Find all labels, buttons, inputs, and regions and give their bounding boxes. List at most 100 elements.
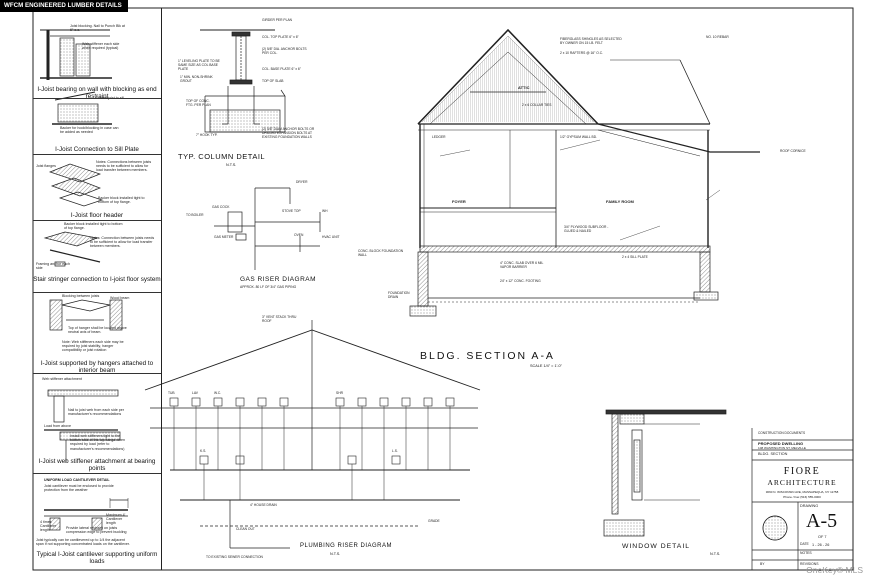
gas-riser-sketch [214, 187, 321, 270]
detail-title: I-Joist floor header [70, 212, 124, 219]
plumbing-label: SHR [336, 391, 343, 395]
detail-note: Backer block installed tight to bottom o… [64, 222, 123, 231]
detail-note: UNIFORM LOAD CANTILEVER DETAIL [44, 478, 110, 482]
detail-cell [33, 99, 161, 155]
plumbing-label: L.S. [392, 449, 398, 453]
gas-label: TO BOILER [186, 213, 204, 217]
detail-note: Provide lateral restraint on joists comp… [66, 526, 127, 535]
gas-riser-approx: APPROX. 80 LF OF 3/4" GAS PIPING [240, 285, 297, 289]
column-label: 7" HOOK TYP. [196, 133, 218, 137]
revisions-label: REVISIONS [800, 562, 819, 566]
detail-note: Backer for hook/blocking in case can be … [60, 126, 119, 135]
firm-contact: Phone / Fax (516) 555-0000 [783, 495, 821, 499]
section-callout: NO. 10 REBAR [706, 35, 729, 39]
section-callout: 1/2" GYPSUM WALL BD. [560, 135, 598, 139]
column-label: TOP OF CONC. FTG. PER PLAN [186, 99, 211, 107]
left-panel-heading: WFCM ENGINEERED LUMBER DETAILS [0, 0, 128, 12]
detail-cell [33, 293, 161, 374]
detail-title: I-Joist supported by hangers attached to… [40, 360, 154, 374]
section-callout: ROOF CORNICE [780, 149, 806, 153]
date-value: 1 - 26 - 26 [812, 543, 830, 547]
left-detail-column [33, 8, 162, 570]
drawing-title: BLDG. SECTION [758, 452, 788, 456]
drawing-label: DRAWING [800, 504, 819, 508]
column-label: (2) 5/8" DIAM ANCHOR BOLTS OR DRILLED EX… [262, 127, 315, 139]
room-label: FAMILY ROOM [606, 199, 634, 204]
sheet-number: A-5 [806, 510, 838, 532]
plumbing-riser-scale: N.T.S. [330, 552, 341, 556]
detail-note: Nail to joist web from each side per man… [68, 408, 124, 417]
building-section-sketch [409, 28, 760, 317]
plumbing-label: 3" VENT STACK THRU ROOF [262, 315, 297, 323]
gas-label: HVAC UNIT [322, 235, 340, 239]
plumbing-label: GRADE [428, 519, 440, 523]
plumbing-label: TUB [168, 391, 175, 395]
plumbing-label: W.C. [214, 391, 222, 395]
detail-title: I-Joist bearing on wall with blocking as… [37, 86, 157, 100]
section-callout: 4" CONC. SLAB OVER 6 MIL VAPOR BARRIER [500, 261, 544, 269]
detail-note: Install web stiffeners tight to the bott… [70, 434, 125, 451]
detail-cell [33, 221, 161, 293]
column-label: 1" LEVELING PLATE TO BE SAME SIZE AS COL… [178, 59, 220, 71]
plumbing-label: TO EXISTING SEWER CONNECTION [206, 555, 263, 559]
section-callout: 2 x 4 SILL PLATE [622, 255, 648, 259]
plumbing-label: CLEAN OUT [236, 527, 255, 531]
gas-label: GAS COCK [212, 205, 230, 209]
window-detail-scale: N.T.S. [710, 552, 721, 556]
column-detail-scale: N.T.S. [226, 163, 237, 167]
gas-label: STOVE TOP [282, 209, 301, 213]
firm-address: 3060 N. WISCONSIN AVE, MASSAPEQUA, NY 11… [765, 490, 839, 494]
room-label: FOYER [452, 199, 466, 204]
left-detail-sketches [40, 29, 129, 531]
gas-label: DRYER [296, 180, 308, 184]
detail-cell [33, 374, 161, 474]
gas-label: GAS METER [214, 235, 234, 239]
section-callout: FOUNDATION DRAIN [388, 291, 410, 299]
gas-label: OVEN [294, 233, 304, 237]
detail-note: Blocking between joists [62, 294, 100, 298]
detail-title: I-Joist web stiffener attachment at bear… [38, 458, 156, 472]
column-label: TOP OF SLAB [262, 79, 284, 83]
notes-label: NOTES [800, 551, 812, 555]
detail-note: Joist cantilever must be enclosed to pro… [44, 484, 114, 493]
firm-subname: ARCHITECTURE [767, 478, 837, 487]
window-detail-sketch [603, 409, 727, 537]
column-detail-title: TYP. COLUMN DETAIL [178, 152, 266, 161]
column-label: 1" MIN. NON-SHRINK GROUT [180, 75, 213, 83]
detail-note: Load from above [44, 424, 71, 428]
column-label: (2) 5/8" DIA. ANCHOR BOLTS PER COL. [262, 47, 307, 55]
plumbing-label: 4" HOUSE DRAIN [250, 503, 277, 507]
gas-label: WH [322, 209, 328, 213]
section-title: BLDG. SECTION A-A [420, 350, 555, 362]
gas-riser-title: GAS RISER DIAGRAM [240, 276, 317, 283]
project-label: PROPOSED DWELLING [758, 441, 804, 446]
plumbing-riser-title: PLUMBING RISER DIAGRAM [300, 543, 393, 549]
column-label: GIRDER PER PLAN [262, 18, 293, 22]
section-callout: 24" x 12" CONC. FOOTING [500, 279, 541, 283]
detail-note: Notes: Connections between joists needs … [96, 160, 152, 173]
firm-name: FIORE [783, 466, 821, 477]
detail-title: Typical I-Joist cantilever supporting un… [36, 551, 158, 565]
detail-title: Stair stringer connection to I-joist flo… [33, 276, 161, 283]
plumbing-label: LAV [192, 391, 198, 395]
detail-note: Wood beam [110, 296, 130, 300]
project-address: 108 WASHINGTON ST, MELVILLE [758, 446, 806, 450]
detail-note: Backer block installed tight to bottom o… [98, 196, 145, 205]
plumbing-label: K.S. [200, 449, 207, 453]
window-detail-title: WINDOW DETAIL [622, 543, 691, 550]
detail-note: Joist typically can be cantilevered up t… [36, 538, 130, 547]
detail-title: I-Joist Connection to Sill Plate [55, 146, 139, 153]
section-callout: 3/4" PLYWOOD SUBFLOOR - GLUED & NAILED [564, 225, 609, 233]
plumbing-riser-sketch [144, 320, 481, 549]
detail-note: Joist blocking. Nail to Punch Blk at 6" … [70, 24, 125, 33]
section-callout: 2 x 10 RAFTERS @ 16" O.C. [560, 51, 603, 55]
detail-note: Maximum 4' Cantilever length [106, 513, 126, 526]
detail-note: 4 times Cantilever length [40, 520, 57, 533]
column-detail-sketch [200, 29, 286, 133]
section-callout: 2 x 6 COLLAR TIES [522, 103, 552, 107]
detail-note: Notes: Connection between joists needs t… [90, 236, 155, 249]
watermark: OneKey® MLS [806, 565, 863, 575]
detail-note: Web stiffener each side when required (t… [82, 42, 120, 51]
